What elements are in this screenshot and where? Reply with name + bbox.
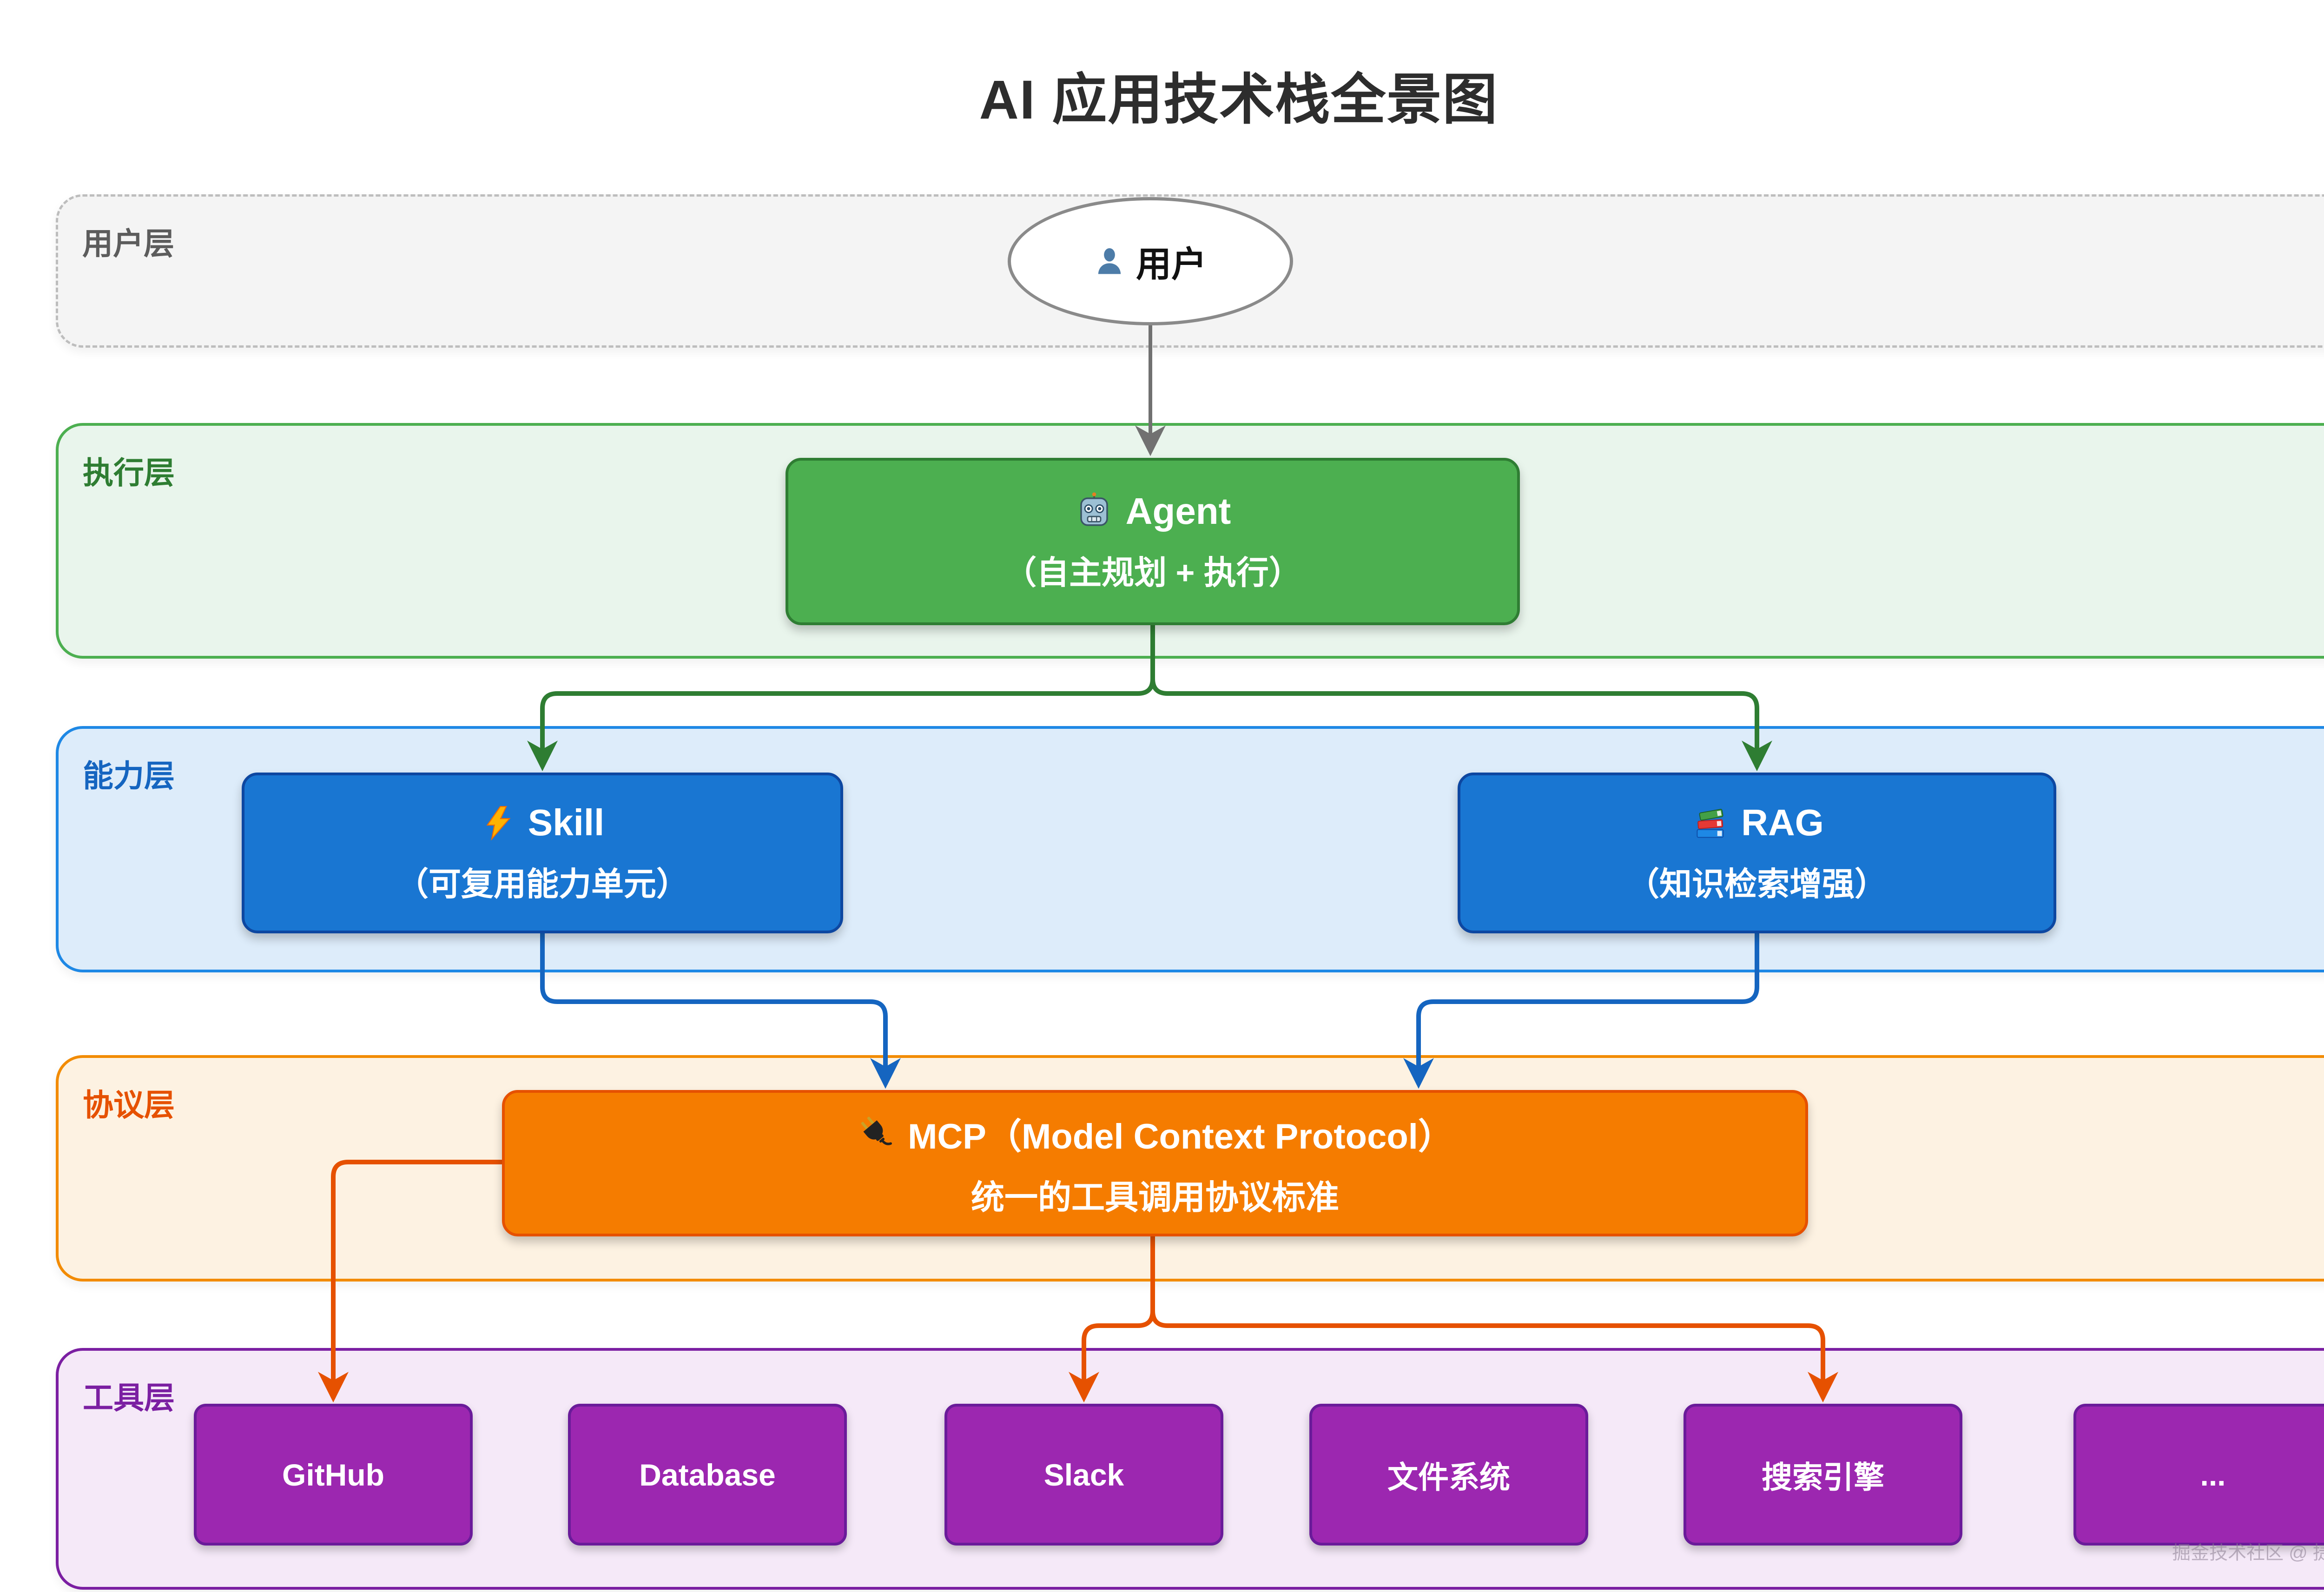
node-mcp-title: MCP（Model Context Protocol） [908, 1117, 1453, 1156]
plug-icon [857, 1114, 896, 1153]
node-tool-slack: Slack [944, 1404, 1223, 1546]
layer-user-label: 用户层 [82, 226, 174, 261]
node-agent: Agent （自主规划 + 执行） [786, 458, 1520, 625]
node-agent-title: Agent [1125, 490, 1231, 532]
node-rag-subtitle: （知识检索增强） [1627, 865, 1887, 902]
robot-icon [1075, 492, 1114, 531]
layer-tools-label: 工具层 [83, 1381, 175, 1415]
page-title: AI 应用技术栈全景图 [979, 69, 1499, 131]
node-tool-filesystem: 文件系统 [1309, 1404, 1588, 1546]
node-skill-title: Skill [528, 801, 605, 843]
node-tool-database: Database [568, 1404, 847, 1546]
node-tool-github: GitHub [194, 1404, 473, 1546]
watermark: 掘金技术社区 @ 捷微2026 [2172, 1543, 2324, 1563]
node-tool-search-engine: 搜索引擎 [1684, 1404, 1962, 1546]
node-tool-more: ... [2073, 1404, 2324, 1546]
layer-execution-label: 执行层 [83, 456, 175, 490]
books-icon [1690, 803, 1729, 842]
layer-protocol-label: 协议层 [83, 1088, 175, 1122]
node-mcp-subtitle: 统一的工具调用协议标准 [971, 1179, 1339, 1216]
layer-capability-label: 能力层 [83, 759, 175, 793]
node-agent-subtitle: （自主规划 + 执行） [1004, 554, 1301, 591]
lightning-icon [481, 805, 516, 840]
node-skill-subtitle: （可复用能力单元） [396, 865, 689, 902]
node-rag-title: RAG [1741, 801, 1824, 843]
node-skill: Skill （可复用能力单元） [242, 773, 843, 933]
node-mcp: MCP（Model Context Protocol） 统一的工具调用协议标准 [502, 1090, 1808, 1236]
node-user: 用户 [1008, 197, 1293, 325]
node-rag: RAG （知识检索增强） [1458, 773, 2056, 933]
node-user-label: 用户 [1136, 245, 1207, 284]
user-silhouette-icon [1094, 246, 1125, 277]
